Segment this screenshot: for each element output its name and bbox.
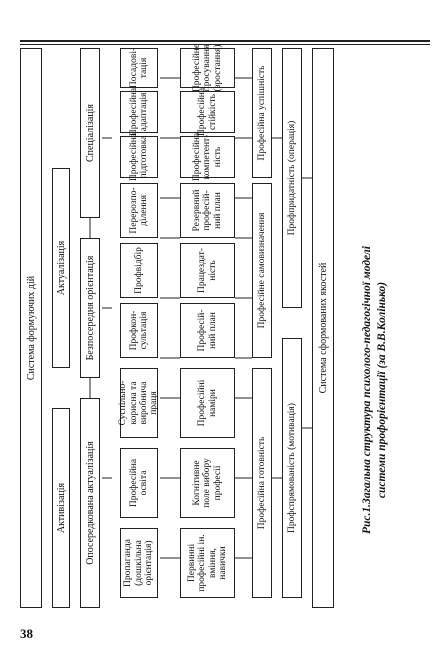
bottom-system-box: Система сформованих якостей	[312, 48, 334, 608]
page-number: 38	[20, 626, 33, 641]
top-system-box: Система формуючих дій	[20, 48, 42, 608]
activation-box: Активізація	[52, 408, 70, 608]
actualization-box: Актуалізація	[52, 168, 70, 368]
professional-competence-box: Професійна компетент-ність	[180, 133, 235, 181]
professional-readiness-box: Професійна готовність	[252, 368, 272, 598]
professional-training-box: Професійна підготовка	[120, 133, 158, 181]
career-selection-box: Профвідбір	[120, 243, 158, 298]
caption-line-1: Рис.1.Загальна структура психолого-педаг…	[361, 246, 373, 534]
work-capacity-box: Працездат-ність	[180, 243, 235, 298]
redistribution-box: Перерозпо-ділення	[120, 183, 158, 238]
diagram: Система формуючих дій Активізація Актуал…	[20, 44, 360, 608]
direct-orientation-box: Безпосередня орієнтація	[80, 238, 100, 378]
professional-advancement-box: Професійне просування (зростання)	[180, 44, 235, 92]
connector-lines	[52, 77, 312, 569]
position-box: Посадові-тація	[120, 48, 158, 88]
figure-caption: Рис.1.Загальна структура психолого-педаг…	[360, 150, 430, 630]
career-aptitude-box: Профпридатність (операція)	[282, 48, 302, 308]
propaganda-box: Пропаганда (дошкільна орієнтація)	[120, 528, 158, 598]
specialization-box: Спеціалізація	[80, 48, 100, 218]
professional-stability-box: Професійна стійкість	[180, 88, 235, 136]
professional-plan-box: Професій-ний план	[180, 303, 235, 358]
mediated-actualization-box: Опосередкована актуалізація	[80, 398, 100, 608]
professional-self-determination-box: Професійне самовизначення	[252, 183, 272, 358]
header-rule-thin	[20, 44, 430, 45]
career-direction-box: Профспрямованість (мотивація)	[282, 338, 302, 598]
professional-intentions-box: Професійні наміри	[180, 368, 235, 438]
career-consultation-box: Профкон-сультація	[120, 303, 158, 358]
primary-skills-box: Первинні професійні ін. вміння, навички	[180, 528, 235, 598]
caption-line-2: системи профорієнтації (за В.В.Колінько)	[375, 281, 388, 499]
cognitive-field-box: Когнітивне поле вибору професії	[180, 448, 235, 518]
professional-adaptation-box: Професійна адаптація	[120, 88, 158, 136]
professional-success-box: Професійна успішність	[252, 48, 272, 178]
professional-education-box: Професійна освіта	[120, 448, 158, 518]
socially-useful-work-box: Суспільно-корисна та виробнича праця	[118, 368, 159, 438]
header-rule-thick	[20, 40, 430, 42]
reserve-plan-box: Резервний професій-ний план	[180, 183, 235, 238]
